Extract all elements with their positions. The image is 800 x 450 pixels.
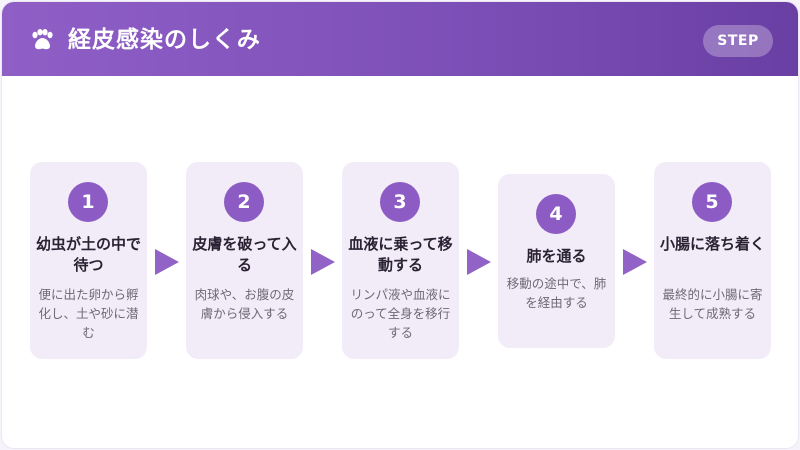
arrow-right-icon xyxy=(311,249,335,275)
arrow-right-icon xyxy=(623,249,647,275)
step-number: 3 xyxy=(380,182,420,222)
step-card-2: 2 皮膚を破って入る 肉球や、お腹の皮膚から侵入する xyxy=(186,162,303,359)
step-description: 最終的に小腸に寄生して成熟する xyxy=(662,287,763,321)
step-number: 5 xyxy=(692,182,732,222)
step-card-5: 5 小腸に落ち着く 最終的に小腸に寄生して成熟する xyxy=(654,162,771,359)
header-bar: 経皮感染のしくみ STEP xyxy=(2,2,798,76)
step-title: 血液に乗って移動する xyxy=(348,235,453,274)
step-title: 皮膚を破って入る xyxy=(192,235,297,274)
arrow-right-icon xyxy=(155,249,179,275)
step-number: 4 xyxy=(536,194,576,234)
paw-icon xyxy=(32,29,53,50)
step-description: リンパ液や血液にのって全身を移行する xyxy=(350,287,451,340)
step-card-1: 1 幼虫が土の中で待つ 便に出た卵から孵化し、土や砂に潜む xyxy=(30,162,147,359)
step-description: 便に出た卵から孵化し、土や砂に潜む xyxy=(38,287,139,340)
step-description: 移動の途中で、肺を経由する xyxy=(506,276,607,310)
step-number: 1 xyxy=(68,182,108,222)
step-card-4: 4 肺を通る 移動の途中で、肺を経由する xyxy=(498,174,615,348)
arrow-right-icon xyxy=(467,249,491,275)
step-title: 小腸に落ち着く xyxy=(659,235,765,253)
step-title: 幼虫が土の中で待つ xyxy=(35,235,141,274)
step-description: 肉球や、お腹の皮膚から侵入する xyxy=(194,287,295,321)
step-number: 2 xyxy=(224,182,264,222)
page-title: 経皮感染のしくみ xyxy=(68,27,261,53)
step-card-3: 3 血液に乗って移動する リンパ液や血液にのって全身を移行する xyxy=(342,162,459,359)
step-badge: STEP xyxy=(703,25,773,57)
step-title: 肺を通る xyxy=(526,247,587,265)
